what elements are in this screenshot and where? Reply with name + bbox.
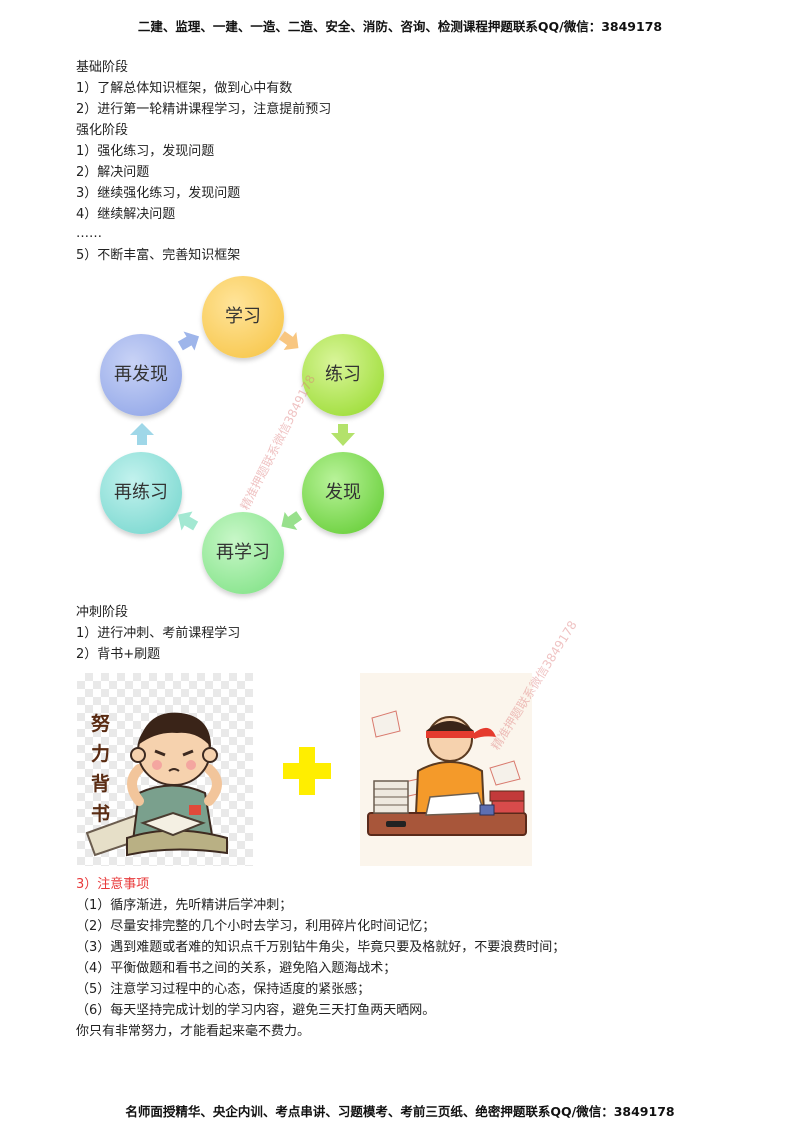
boy-reading-icon <box>85 712 228 857</box>
strengthen-item-5: 5）不断丰富、完善知识框架 <box>76 248 241 263</box>
arrow-left-up-icon <box>177 511 199 531</box>
plus-icon <box>283 747 331 795</box>
closing-line: 你只有非常努力，才能看起来毫不费力。 <box>76 1024 311 1039</box>
cycle-node-rediscover: 再发现 <box>100 334 182 416</box>
boy-writing-icon <box>367 710 527 836</box>
arrow-up-icon <box>130 423 154 445</box>
note-item-1: （1）循序渐进，先听精讲后学冲刺； <box>76 898 293 913</box>
arrow-right-down-icon <box>278 331 299 351</box>
note-item-3: （3）遇到难题或者难的知识点千万别钻牛角尖，毕竟只要及格就好，不要浪费时间； <box>76 940 566 955</box>
memorize-illustration: 努力背书 <box>77 673 253 866</box>
cycle-node-practice: 练习 <box>302 334 384 416</box>
page-footer: 名师面授精华、央企内训、考点串讲、习题模考、考前三页纸、绝密押题联系QQ/微信：… <box>125 1104 675 1119</box>
cycle-node-repractice: 再练习 <box>100 452 182 534</box>
arrow-left-down-icon <box>281 511 303 531</box>
note-item-6: （6）每天坚持完成计划的学习内容，避免三天打鱼两天晒网。 <box>76 1003 436 1018</box>
note-item-2: （2）尽量安排完整的几个小时去学习，利用碎片化时间记忆； <box>76 919 436 934</box>
cycle-node-restudy: 再学习 <box>202 512 284 594</box>
exercise-illustration <box>360 673 532 866</box>
note-item-5: （5）注意学习过程中的心态，保持适度的紧张感； <box>76 982 371 997</box>
stage-heading-basic: 基础阶段 <box>76 60 129 75</box>
basic-item-1: 1）了解总体知识框架，做到心中有数 <box>76 81 293 96</box>
study-cycle-diagram: 学习 练习 发现 再学习 再练习 再发现 <box>80 268 410 598</box>
strengthen-item-3: 3）继续强化练习，发现问题 <box>76 186 241 201</box>
stage-heading-sprint: 冲刺阶段 <box>76 605 129 620</box>
page-header: 二建、监理、一建、一造、二造、安全、消防、咨询、检测课程押题联系QQ/微信：38… <box>137 19 663 34</box>
arrow-right-up-icon <box>177 331 200 351</box>
illustration-caption: 努力背书 <box>91 713 111 825</box>
strengthen-item-1: 1）强化练习，发现问题 <box>76 144 215 159</box>
sprint-item-2: 2）背书+刷题 <box>76 647 161 662</box>
strengthen-item-4: 4）继续解决问题 <box>76 207 176 222</box>
sprint-item-1: 1）进行冲刺、考前课程学习 <box>76 626 241 641</box>
notes-heading: 3）注意事项 <box>76 877 150 892</box>
stage-heading-strengthen: 强化阶段 <box>76 123 129 138</box>
ellipsis: …… <box>76 226 102 241</box>
arrow-down-icon <box>331 424 355 446</box>
basic-item-2: 2）进行第一轮精讲课程学习，注意提前预习 <box>76 102 332 117</box>
cycle-node-study: 学习 <box>202 276 284 358</box>
strengthen-item-2: 2）解决问题 <box>76 165 150 180</box>
cycle-node-discover: 发现 <box>302 452 384 534</box>
note-item-4: （4）平衡做题和看书之间的关系，避免陷入题海战术； <box>76 961 397 976</box>
